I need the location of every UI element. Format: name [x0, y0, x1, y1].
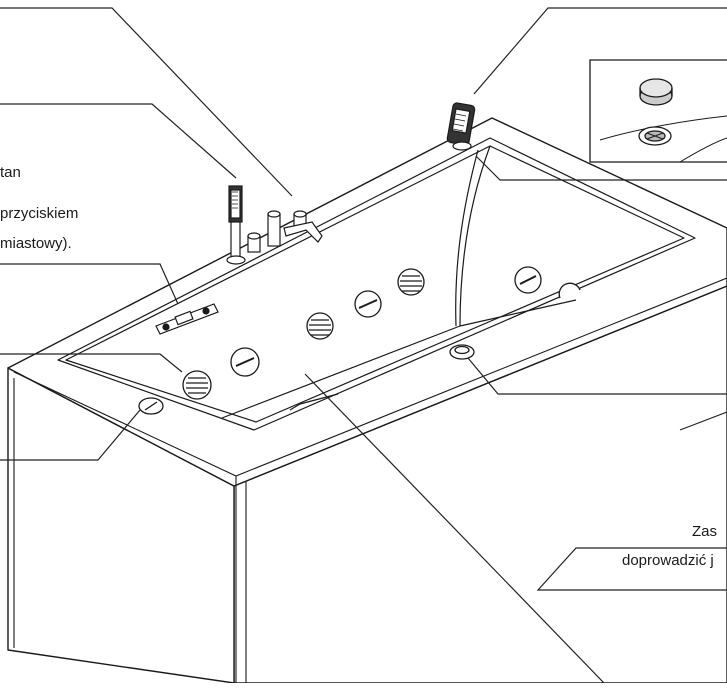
label-zas: Zas [692, 523, 718, 540]
faucet [247, 210, 323, 253]
rim-lines [13, 277, 727, 683]
grille-jet-1 [182, 370, 212, 400]
leader-lines [0, 7, 727, 684]
basin-outline [57, 137, 696, 431]
inset-detail [589, 59, 727, 163]
slot-jet-1 [230, 347, 260, 377]
grille-jet-2 [306, 312, 334, 340]
jet-nozzles [138, 266, 581, 415]
control-panel [155, 303, 219, 335]
slot-jet-3 [514, 266, 542, 294]
label-miastowy: miastowy). [0, 235, 72, 252]
label-tan: tan [0, 164, 21, 181]
remote-control [446, 102, 476, 151]
floor-jet [449, 344, 475, 360]
grille-jet-3 [397, 268, 425, 296]
partial-jet [558, 282, 581, 299]
slot-jet-2 [354, 290, 382, 318]
label-doprowadzic: doprowadzić j [622, 552, 714, 569]
hand-shower [226, 185, 246, 265]
bathtub-outline [7, 117, 727, 684]
front-jet [138, 397, 164, 415]
label-przyciskiem: przyciskiem [0, 205, 79, 222]
